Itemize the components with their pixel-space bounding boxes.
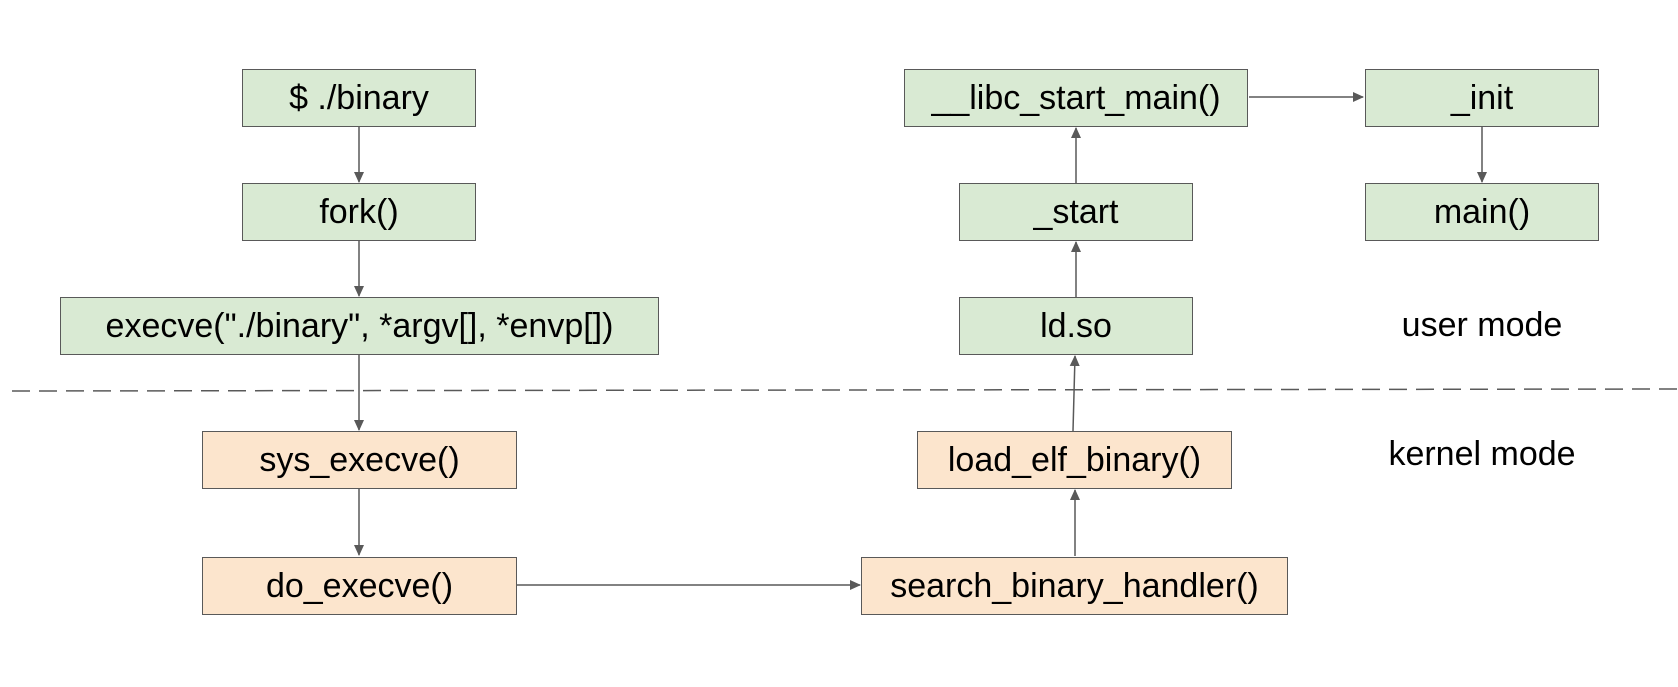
mode-divider-line	[11, 388, 1678, 392]
node-fork-label: fork()	[319, 192, 399, 231]
node-fork: fork()	[242, 183, 476, 241]
node-libc-start-main: __libc_start_main()	[904, 69, 1248, 127]
node-shell-command: $ ./binary	[242, 69, 476, 127]
node-sys-execve-label: sys_execve()	[259, 440, 460, 479]
edge-load-elf-binary-to-ld-so	[1069, 355, 1080, 432]
kernel-mode-label: kernel mode	[1388, 435, 1576, 473]
node-search-binary-handler-label: search_binary_handler()	[890, 566, 1259, 605]
node-execve-call-label: execve("./binary", *argv[], *envp[])	[105, 306, 614, 345]
node-ld-so-label: ld.so	[1040, 306, 1112, 345]
node-load-elf-binary: load_elf_binary()	[917, 431, 1232, 489]
node-load-elf-binary-label: load_elf_binary()	[947, 440, 1202, 479]
node-main-label: main()	[1433, 192, 1531, 231]
node-ld-so: ld.so	[959, 297, 1193, 355]
node-main: main()	[1365, 183, 1599, 241]
node-start: _start	[959, 183, 1193, 241]
node-start-label: _start	[1033, 192, 1119, 231]
node-shell-command-label: $ ./binary	[289, 78, 429, 117]
node-do-execve: do_execve()	[202, 557, 517, 615]
user-mode-label: user mode	[1401, 306, 1563, 344]
node-init-label: _init	[1450, 78, 1514, 117]
node-do-execve-label: do_execve()	[265, 566, 454, 605]
node-libc-start-main-label: __libc_start_main()	[931, 78, 1221, 117]
node-sys-execve: sys_execve()	[202, 431, 517, 489]
node-search-binary-handler: search_binary_handler()	[861, 557, 1288, 615]
node-execve-call: execve("./binary", *argv[], *envp[])	[60, 297, 659, 355]
node-init: _init	[1365, 69, 1599, 127]
